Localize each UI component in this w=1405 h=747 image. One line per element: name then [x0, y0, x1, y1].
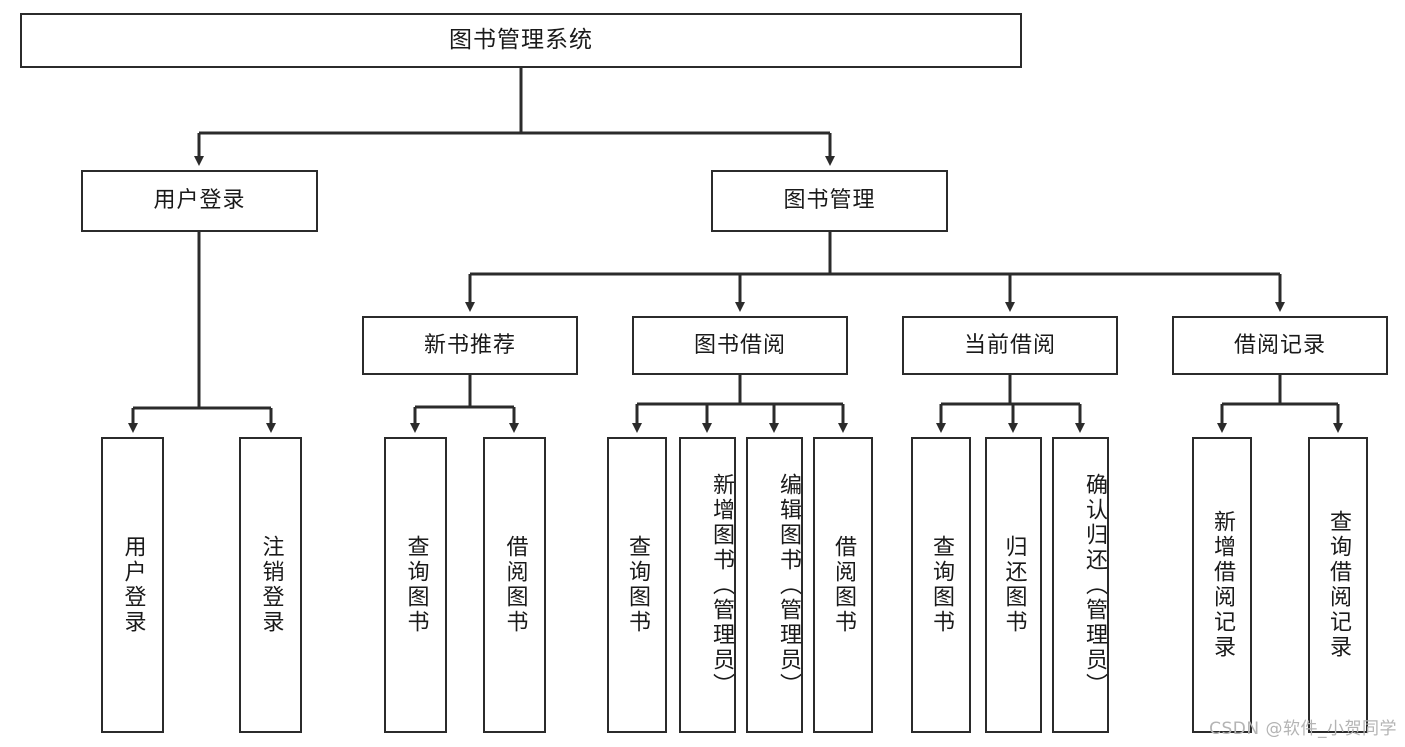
node-label: 用户登录 [153, 188, 246, 214]
node-label: 借阅图书 [502, 535, 528, 635]
csdn-watermark: CSDN @软件_小贺同学 [1209, 719, 1397, 739]
node-label: 编辑图书（管理员） [776, 472, 801, 698]
node-label: 确认归还（管理员） [1082, 472, 1107, 698]
node-borrow-record[interactable]: 借阅记录 [1172, 316, 1388, 375]
node-label: 图书借阅 [693, 332, 786, 358]
node-label: 查询图书 [928, 535, 954, 635]
leaf-add-borrow-record[interactable]: 新增借阅记录 [1192, 437, 1252, 733]
leaf-query-book-borrow[interactable]: 查询图书 [607, 437, 667, 733]
node-label: 注销登录 [258, 535, 284, 635]
leaf-edit-book-admin[interactable]: 编辑图书（管理员） [746, 437, 803, 733]
leaf-logout[interactable]: 注销登录 [239, 437, 302, 733]
leaf-confirm-return-admin[interactable]: 确认归还（管理员） [1052, 437, 1109, 733]
node-label: 用户登录 [120, 535, 146, 635]
node-label: 图书管理系统 [449, 27, 593, 54]
node-label: 归还图书 [1001, 535, 1027, 635]
node-root-system[interactable]: 图书管理系统 [20, 13, 1022, 68]
node-label: 新增借阅记录 [1209, 510, 1235, 660]
leaf-user-login[interactable]: 用户登录 [101, 437, 164, 733]
node-label: 借阅图书 [830, 535, 856, 635]
leaf-query-book-current[interactable]: 查询图书 [911, 437, 971, 733]
node-book-borrow[interactable]: 图书借阅 [632, 316, 848, 375]
node-label: 新增图书（管理员） [709, 472, 734, 698]
leaf-query-borrow-record[interactable]: 查询借阅记录 [1308, 437, 1368, 733]
leaf-query-book-recommend[interactable]: 查询图书 [384, 437, 447, 733]
node-user-login[interactable]: 用户登录 [81, 170, 318, 232]
node-label: 查询图书 [624, 535, 650, 635]
leaf-return-book[interactable]: 归还图书 [985, 437, 1042, 733]
node-label: 查询借阅记录 [1325, 510, 1351, 660]
node-current-borrow[interactable]: 当前借阅 [902, 316, 1118, 375]
leaf-add-book-admin[interactable]: 新增图书（管理员） [679, 437, 736, 733]
leaf-borrow-book[interactable]: 借阅图书 [813, 437, 873, 733]
leaf-borrow-book-recommend[interactable]: 借阅图书 [483, 437, 546, 733]
node-label: 图书管理 [783, 188, 876, 214]
node-label: 借阅记录 [1233, 332, 1326, 358]
node-label: 新书推荐 [423, 332, 516, 358]
node-book-manage[interactable]: 图书管理 [711, 170, 948, 232]
node-label: 查询图书 [403, 535, 429, 635]
node-new-book-recommend[interactable]: 新书推荐 [362, 316, 578, 375]
node-label: 当前借阅 [963, 332, 1056, 358]
